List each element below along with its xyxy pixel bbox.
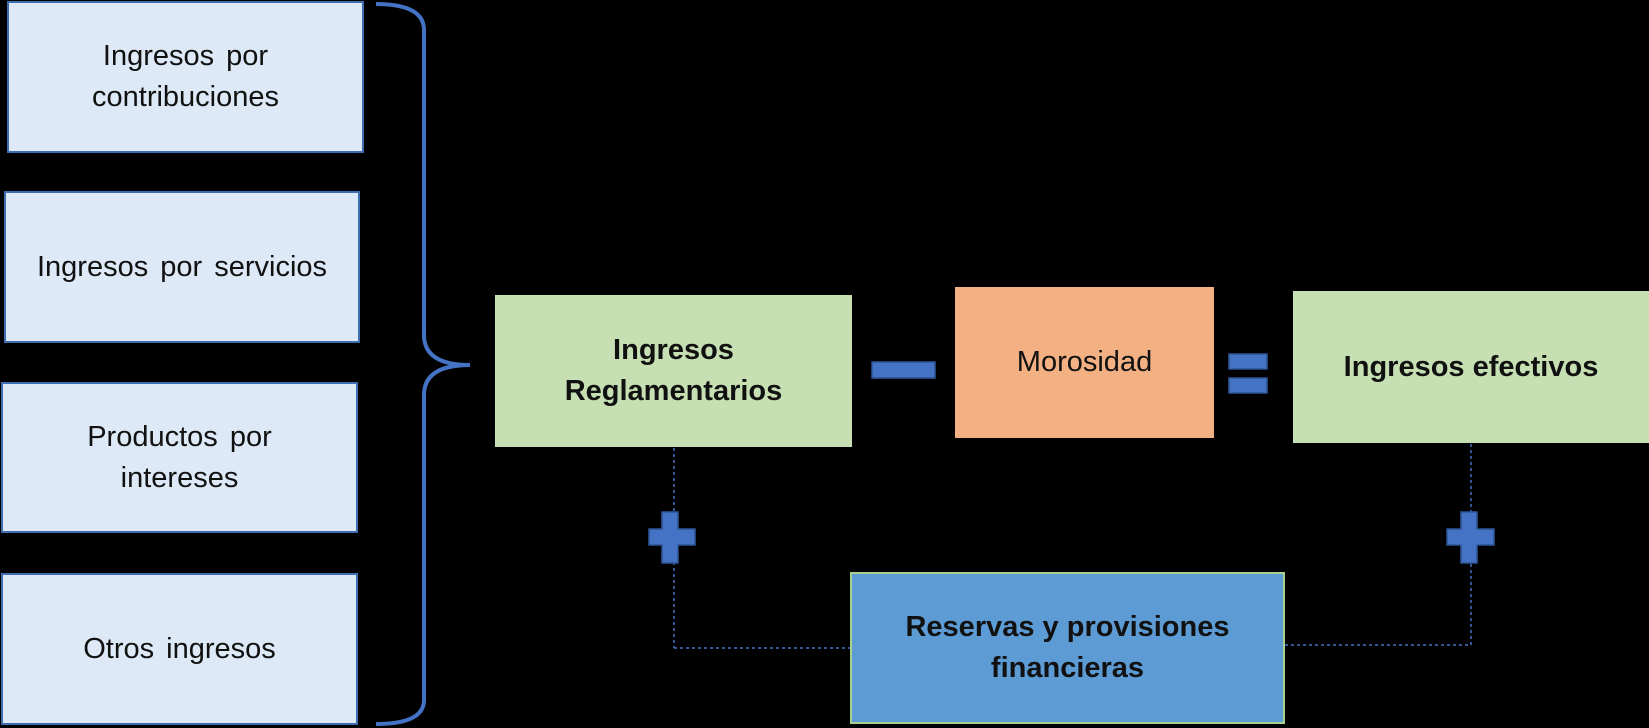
minus-sign (871, 361, 936, 379)
source-label: Productos por intereses (87, 420, 272, 494)
effective-income-label: Ingresos efectivos (1343, 350, 1599, 383)
delinquency-label: Morosidad (1016, 346, 1153, 379)
source-box-contributions: Ingresos por contribuciones (7, 1, 364, 153)
grouping-brace (375, 2, 471, 726)
regulatory-income-label: Ingresos Reglamentarios (564, 334, 783, 407)
source-box-other: Otros ingresos (1, 573, 358, 725)
source-label: Ingresos por servicios (36, 250, 328, 283)
source-box-services: Ingresos por servicios (4, 191, 360, 343)
source-box-interest: Productos por intereses (1, 382, 358, 533)
plus-sign (1446, 511, 1495, 564)
equals-sign-bottom (1228, 377, 1268, 394)
source-label: Ingresos por contribuciones (92, 40, 279, 113)
delinquency-box: Morosidad (955, 287, 1214, 438)
reserves-label: Reservas y provisiones financieras (905, 611, 1230, 684)
reserves-box: Reservas y provisiones financieras (850, 572, 1285, 724)
regulatory-income-box: Ingresos Reglamentarios (495, 295, 852, 447)
effective-income-box: Ingresos efectivos (1293, 291, 1649, 443)
plus-sign (648, 511, 696, 564)
equals-sign-top (1228, 353, 1268, 370)
source-label: Otros ingresos (83, 632, 276, 665)
